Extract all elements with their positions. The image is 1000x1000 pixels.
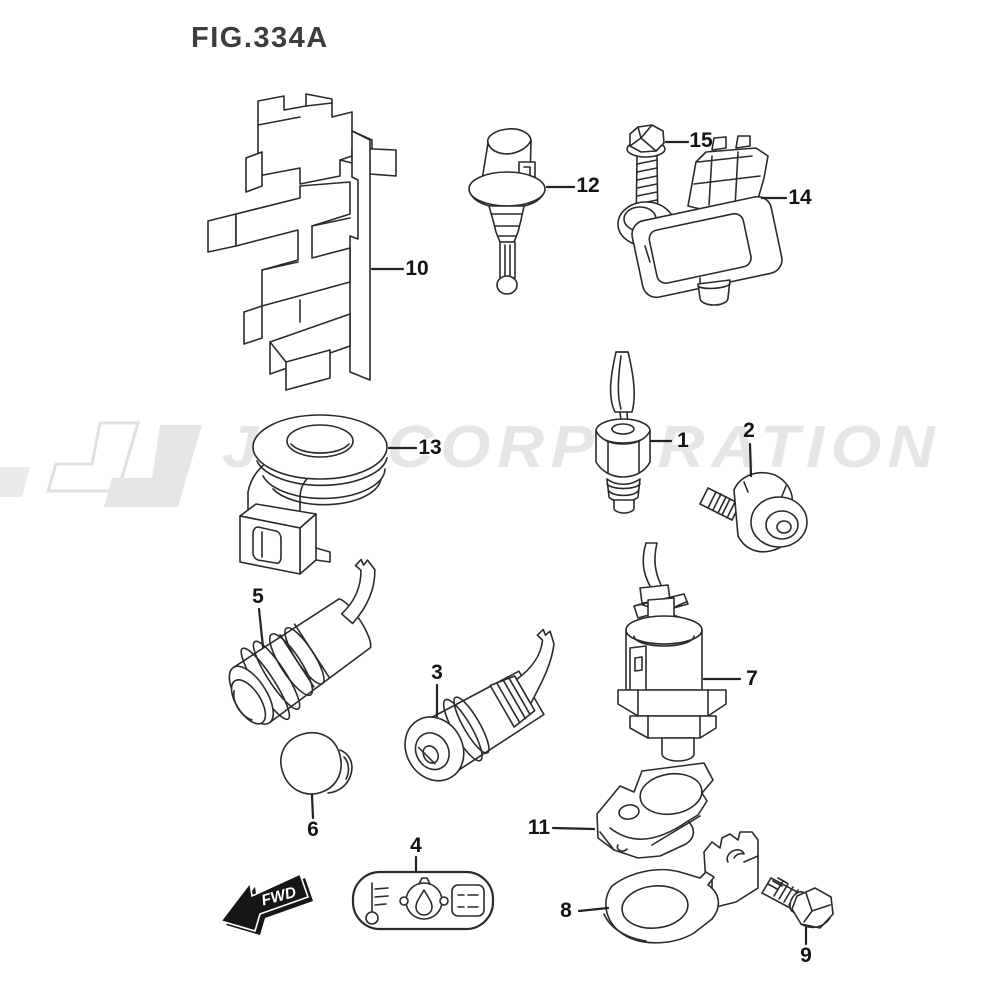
part-label-10: 10 <box>405 257 429 280</box>
part-label-5: 5 <box>252 585 264 608</box>
part-10-drawing <box>207 93 397 391</box>
part-label-1: 1 <box>677 429 689 452</box>
part-12-drawing <box>468 128 546 295</box>
part-1-drawing <box>595 351 651 514</box>
part-label-12: 12 <box>576 174 600 197</box>
part-label-8: 8 <box>560 899 572 922</box>
oil-drop-icon <box>399 877 449 920</box>
battery-icon <box>451 884 485 917</box>
leader-line-5 <box>257 607 265 649</box>
part-label-3: 3 <box>431 661 443 684</box>
part-label-9: 9 <box>800 944 812 967</box>
part-2-drawing <box>699 472 808 553</box>
leader-lines <box>257 140 808 946</box>
part-5-drawing <box>228 558 376 725</box>
leader-line-6 <box>310 793 315 820</box>
part-label-14: 14 <box>788 186 812 209</box>
part-label-4: 4 <box>410 834 422 857</box>
part-4-drawing <box>351 870 495 931</box>
part-label-11: 11 <box>527 816 551 839</box>
part-9-drawing <box>761 877 834 929</box>
part-7-drawing <box>617 542 727 762</box>
part-14-drawing <box>617 135 783 306</box>
part-6-drawing <box>280 731 353 795</box>
part-label-6: 6 <box>307 818 319 841</box>
part-3-drawing <box>404 628 555 782</box>
part-label-15: 15 <box>689 129 713 152</box>
part-13-drawing <box>239 414 388 575</box>
leader-line-8 <box>577 906 610 913</box>
thermometer-icon <box>365 882 389 925</box>
part-label-13: 13 <box>418 436 442 459</box>
fwd-arrow: FWD <box>219 872 313 935</box>
part-8-drawing <box>603 831 759 944</box>
figure-title: FIG.334A <box>191 22 329 54</box>
leader-line-11 <box>551 826 596 831</box>
jsp-logo-icon <box>0 421 202 507</box>
part-11-drawing <box>596 762 714 859</box>
part-label-7: 7 <box>746 667 758 690</box>
part-label-2: 2 <box>743 419 755 442</box>
leader-line-2 <box>748 442 753 478</box>
